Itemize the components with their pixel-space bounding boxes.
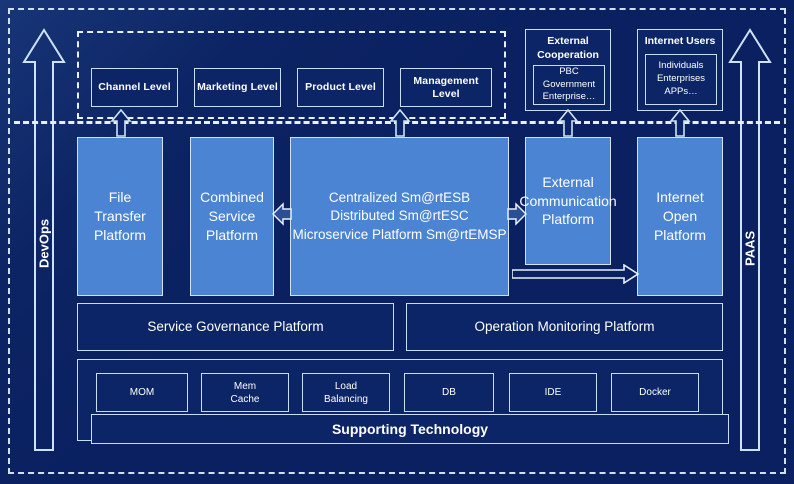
platform-label: Centralized Sm@rtESB Distributed Sm@rtES…: [292, 190, 507, 242]
business-level-label: Product Level: [305, 81, 376, 94]
outer-dashed-frame: [8, 8, 786, 474]
tech-label: IDE: [544, 387, 562, 398]
platform-label: Internet Open Platform: [653, 189, 707, 243]
up-arrow-icon-external-cooperation: [557, 109, 579, 137]
tech-box-load-balancing[interactable]: Load Balancing: [302, 373, 390, 412]
tech-label: Load Balancing: [324, 380, 368, 405]
external-cooperation-group[interactable]: External Cooperation PBC Government Ente…: [525, 29, 611, 111]
governance-box-service-governance[interactable]: Service Governance Platform: [77, 303, 394, 351]
left-arrow-icon-esb-to-combined: [272, 201, 292, 227]
internet-users-title: Internet Users: [644, 35, 716, 47]
business-level-label: Channel Level: [98, 81, 171, 94]
platform-combined-service[interactable]: Combined Service Platform: [190, 137, 274, 296]
right-arrow-icon-esb-to-external-comm: [507, 201, 527, 227]
business-level-box-product[interactable]: Product Level: [297, 68, 384, 107]
right-arrow-icon-esb-to-internet-open: [512, 264, 640, 284]
internet-users-detail-box[interactable]: Individuals Enterprises APPs…: [645, 54, 717, 105]
external-cooperation-detail: PBC Government Enterprise…: [542, 65, 596, 103]
business-level-group: [77, 31, 506, 119]
tech-label: MOM: [129, 387, 155, 398]
tech-box-mom[interactable]: MOM: [96, 373, 188, 412]
business-level-label: Management Level: [413, 75, 479, 100]
tech-box-docker[interactable]: Docker: [611, 373, 699, 412]
tech-label: Docker: [639, 387, 671, 398]
platform-external-communication[interactable]: External Communication Platform: [519, 137, 617, 265]
up-arrow-icon-channel: [110, 109, 132, 137]
external-cooperation-title: External Cooperation: [537, 35, 599, 61]
supporting-technology-banner-label: Supporting Technology: [331, 420, 489, 437]
up-arrow-icon-center: [389, 109, 411, 137]
business-level-box-channel[interactable]: Channel Level: [91, 68, 178, 107]
business-level-box-management[interactable]: Management Level: [400, 68, 492, 107]
business-level-box-marketing[interactable]: Marketing Level: [194, 68, 281, 107]
tech-box-db[interactable]: DB: [404, 373, 494, 412]
internet-users-detail: Individuals Enterprises APPs…: [656, 60, 706, 97]
platform-file-transfer[interactable]: File Transfer Platform: [77, 137, 163, 296]
up-arrow-icon-internet-users: [669, 109, 691, 137]
platform-internet-open[interactable]: Internet Open Platform: [637, 137, 723, 296]
platform-centralized-esb[interactable]: Centralized Sm@rtESB Distributed Sm@rtES…: [290, 137, 509, 296]
external-cooperation-detail-box[interactable]: PBC Government Enterprise…: [533, 65, 605, 105]
platform-label: File Transfer Platform: [93, 189, 147, 243]
paas-side-arrow: PAAS: [728, 28, 772, 452]
governance-box-operation-monitoring[interactable]: Operation Monitoring Platform: [406, 303, 723, 351]
platform-label: External Communication Platform: [519, 173, 617, 228]
tech-label: DB: [442, 387, 456, 398]
governance-label: Service Governance Platform: [147, 319, 324, 335]
business-level-label: Marketing Level: [197, 81, 278, 94]
governance-label: Operation Monitoring Platform: [474, 319, 655, 335]
internet-users-group[interactable]: Internet Users Individuals Enterprises A…: [637, 29, 723, 111]
tech-box-ide[interactable]: IDE: [509, 373, 597, 412]
paas-side-arrow-label: PAAS: [742, 230, 758, 266]
tech-box-mem-cache[interactable]: Mem Cache: [201, 373, 289, 412]
devops-side-arrow-label: DevOps: [36, 218, 52, 268]
platform-label: Combined Service Platform: [200, 189, 264, 243]
devops-side-arrow: DevOps: [22, 28, 66, 452]
supporting-technology-banner[interactable]: Supporting Technology: [91, 414, 729, 444]
tech-label: Mem Cache: [230, 380, 260, 405]
